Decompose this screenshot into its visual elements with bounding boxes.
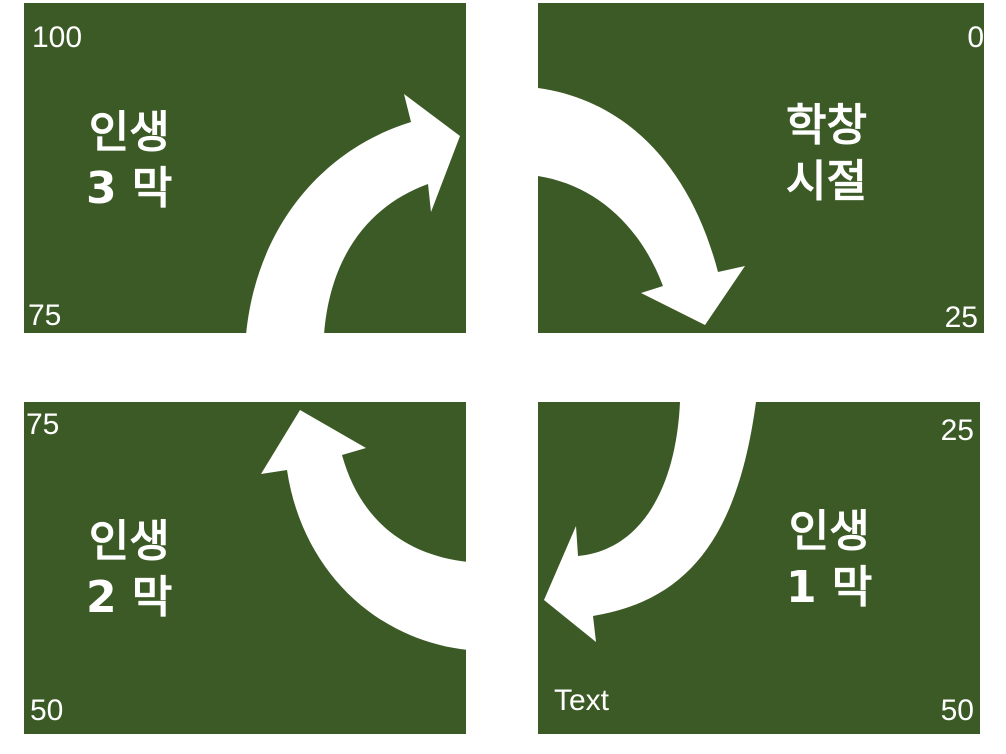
quadrant-bottom-left: 75 50 인생 2 막	[24, 402, 466, 734]
stage-title-line1: 인생	[88, 107, 170, 158]
quadrant-top-right: 0 25 학창 시절	[538, 3, 984, 333]
corner-label-bottom: 75	[28, 299, 62, 332]
stage-title-line1: 인생	[788, 506, 870, 557]
stage-title-line2: 시절	[786, 156, 867, 207]
stage-title: 인생 3 막	[86, 105, 172, 217]
corner-label-top: 75	[26, 408, 60, 441]
quadrant-bottom-right: 25 50 Text 인생 1 막	[538, 402, 980, 734]
corner-label-top: 100	[32, 21, 83, 54]
stage-title-line1: 인생	[88, 516, 170, 567]
corner-label-top: 25	[940, 414, 974, 447]
quadrant-top-left: 100 75 인생 3 막	[24, 3, 466, 333]
stage-title-line2: 1 막	[786, 562, 873, 613]
stage-title-line1: 학창	[786, 100, 867, 151]
stage-title: 인생 2 막	[86, 514, 172, 626]
corner-label-bottom: 50	[30, 694, 64, 727]
stage-title-line2: 3 막	[86, 163, 173, 214]
stage-title-line2: 2 막	[86, 572, 173, 623]
stage-title: 학창 시절	[786, 98, 867, 210]
corner-label-bottom: 50	[940, 694, 974, 727]
corner-label-bottom: 25	[944, 301, 978, 334]
corner-label-top: 0	[967, 21, 984, 54]
text-placeholder-label: Text	[554, 684, 610, 717]
stage-title: 인생 1 막	[786, 504, 872, 616]
